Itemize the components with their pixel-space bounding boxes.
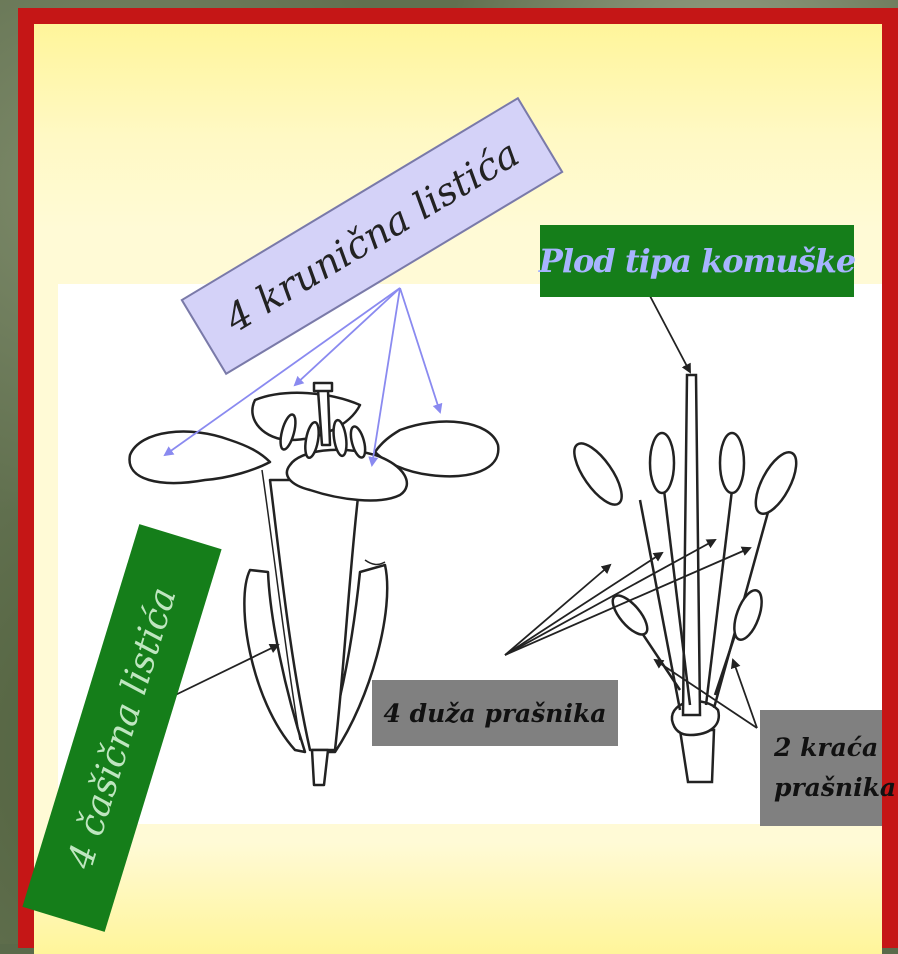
anther: [650, 433, 674, 493]
label-fruit: Plod tipa komuške: [540, 225, 854, 297]
petal-left: [130, 432, 270, 483]
pistil: [318, 390, 330, 445]
stigma: [314, 383, 332, 391]
label-long-stamens: 4 duža prašnika: [372, 680, 618, 746]
anther: [729, 587, 767, 643]
label-short-stamens-line2: prašnika: [774, 768, 896, 808]
label-short-stamens: 2 kraća prašnika: [760, 710, 882, 826]
anther: [748, 446, 805, 519]
pedicel: [312, 750, 328, 785]
anther: [720, 433, 744, 493]
label-short-stamens-line1: 2 kraća: [774, 728, 878, 768]
anther: [607, 590, 653, 640]
anther: [566, 436, 630, 511]
receptacle: [680, 730, 714, 782]
